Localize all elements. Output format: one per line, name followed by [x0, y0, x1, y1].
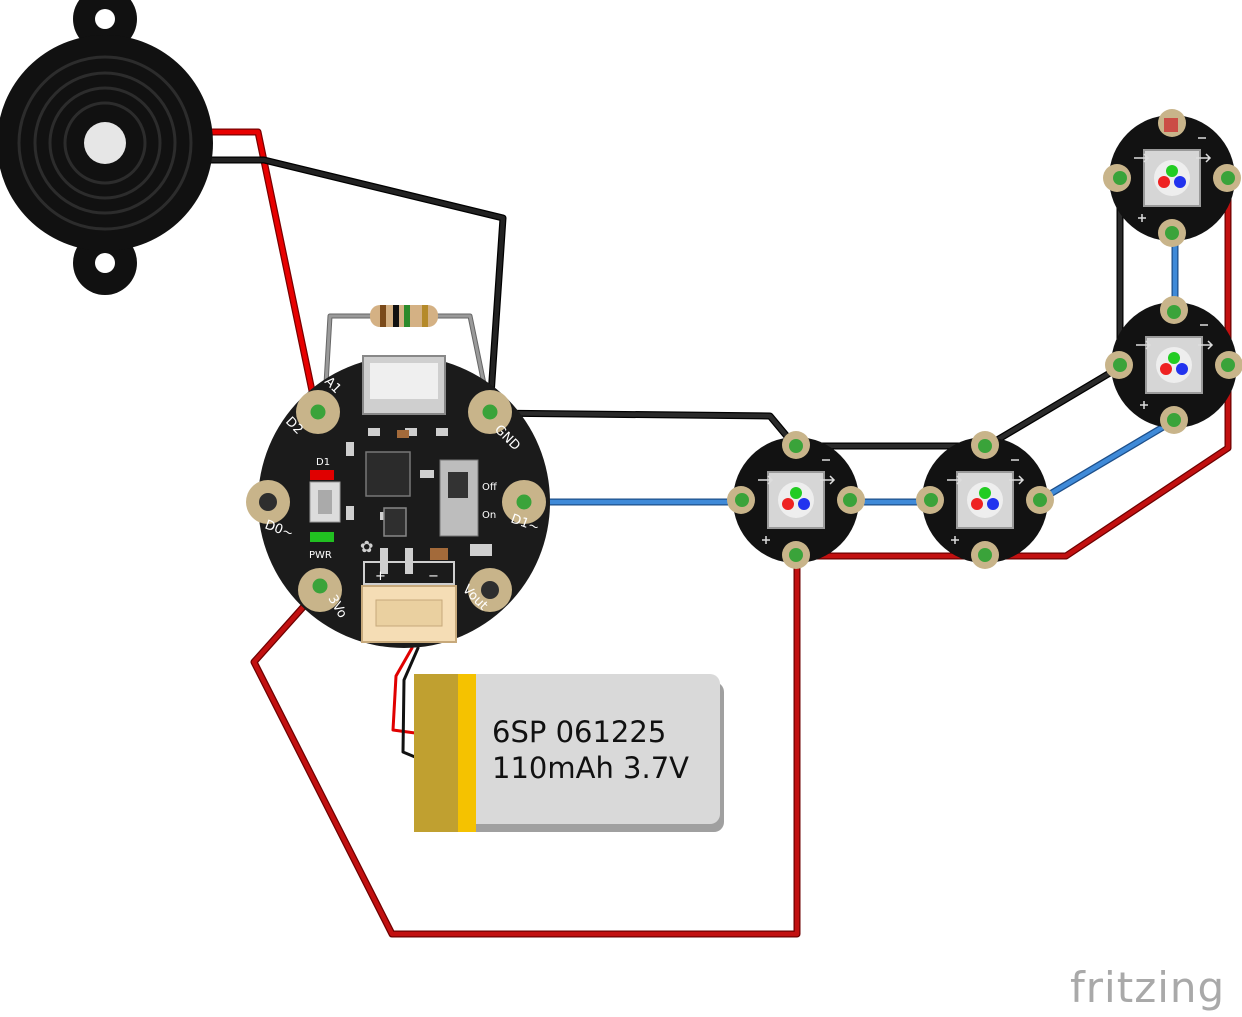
microcontroller-chip [365, 451, 411, 497]
wire-gnd-black[interactable] [486, 174, 1124, 450]
battery-icon[interactable]: 6SP 061225 110mAh 3.7V [414, 674, 724, 832]
led-pwr-indicator [310, 532, 334, 542]
neopixel-4[interactable] [1102, 108, 1242, 248]
connected-pins [307, 401, 535, 597]
battery-label-line1: 6SP 061225 [492, 715, 666, 749]
battery-label-line2: 110mAh 3.7V [492, 751, 689, 785]
fritzing-logo: fritzing [1070, 963, 1225, 1012]
wire-buzzer-red[interactable] [206, 128, 320, 414]
switch-off-label: Off [482, 482, 498, 493]
jst-connector-icon [361, 585, 457, 643]
led-d1-indicator [310, 470, 334, 480]
resistor-icon[interactable] [370, 305, 438, 327]
led-pwr-label: PWR [309, 550, 332, 561]
board-pad-holes [259, 493, 499, 599]
neopixel-2[interactable] [915, 430, 1055, 570]
battery-plus-label: + [375, 569, 386, 584]
buzzer-icon[interactable] [0, 0, 213, 295]
adafruit-flower-icon: ✿ [360, 537, 373, 556]
battery-minus-label: − [428, 569, 439, 584]
neopixel-icon[interactable] [726, 430, 866, 570]
switch-on-label: On [482, 510, 496, 521]
battery-lead-black [401, 646, 420, 759]
gemma-board[interactable]: D1 PWR Off On + − ✿ A1 D2 GND D0~ D1~ 3V… [246, 355, 550, 648]
neopixel-3[interactable] [1104, 295, 1242, 435]
led-d1-label: D1 [316, 457, 330, 468]
